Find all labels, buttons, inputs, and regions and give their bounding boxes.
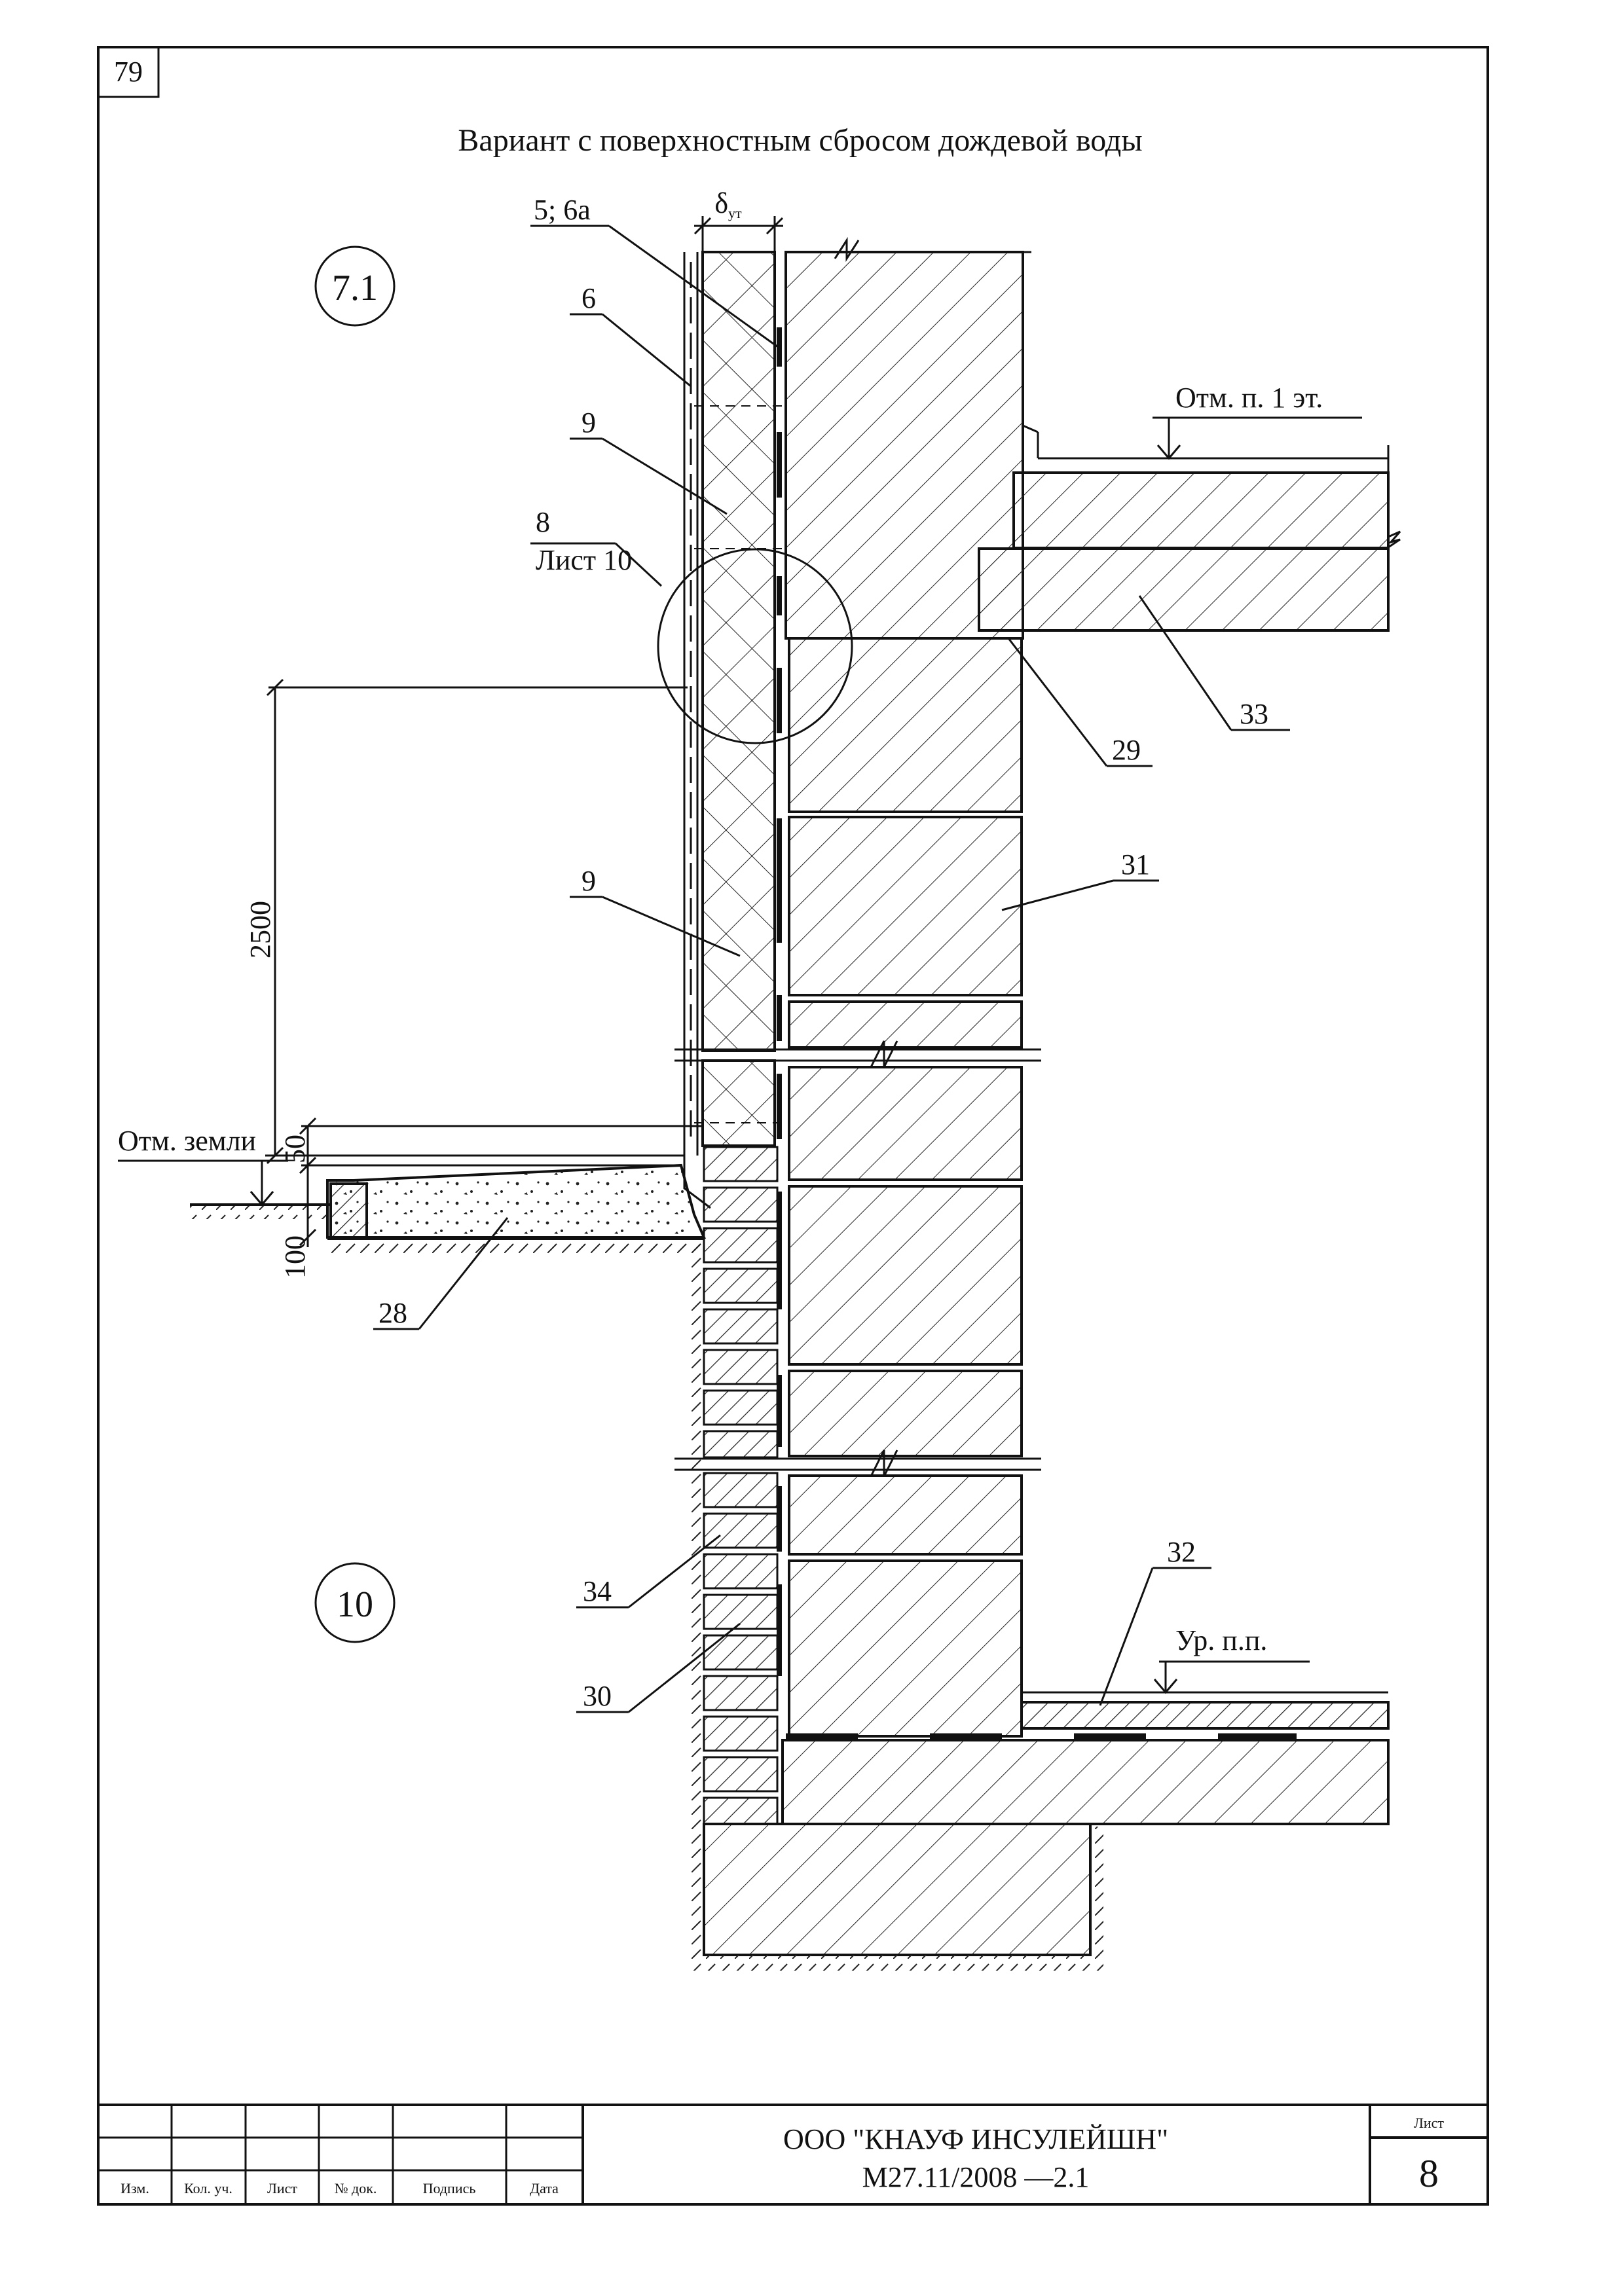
insulation-lower xyxy=(701,1059,776,1147)
elevation-floor-level: Ур. п.п. xyxy=(1175,1624,1267,1656)
delta-label: δут xyxy=(714,187,742,221)
basement-block-7 xyxy=(788,1474,1023,1556)
detail-circle xyxy=(657,548,853,744)
ref-7-1-label: 7.1 xyxy=(332,268,378,308)
floor1-screed xyxy=(1012,471,1390,549)
ground-under-foundation xyxy=(691,1955,1103,1971)
label-33: 33 xyxy=(1240,698,1268,730)
label-list-10: Лист 10 xyxy=(536,544,632,576)
basement-block-3 xyxy=(788,1000,1023,1049)
stamp-header-date: Дата xyxy=(530,2180,559,2196)
stamp-header-doc: № док. xyxy=(335,2180,377,2196)
basement-block-1 xyxy=(788,637,1023,813)
label-34: 34 xyxy=(583,1575,612,1607)
floor-slab xyxy=(978,547,1390,632)
dim-100-label: 100 xyxy=(279,1235,311,1279)
stamp-header-izm: Изм. xyxy=(120,2180,149,2196)
stamp-sheet-number: 8 xyxy=(1419,2152,1439,2195)
label-32: 32 xyxy=(1167,1536,1196,1568)
label-5-6a: 5; 6а xyxy=(534,194,591,226)
dimension-delta xyxy=(693,216,784,252)
dimension-2500 xyxy=(265,678,688,1165)
drawing-title: Вариант с поверхностным сбросом дождевой… xyxy=(458,123,1142,158)
basement-floor-layers xyxy=(1020,1701,1390,1730)
render-layer xyxy=(683,252,711,1209)
ref-circle-10 xyxy=(314,1562,396,1643)
plinth-brick-column xyxy=(703,1146,779,1825)
sheet-number-top: 79 xyxy=(114,56,143,88)
dim-50-label: 50 xyxy=(279,1135,311,1163)
label-30: 30 xyxy=(583,1680,612,1712)
label-6: 6 xyxy=(581,282,596,314)
basement-slab xyxy=(781,1739,1390,1825)
label-9-mid: 9 xyxy=(581,865,596,897)
basement-block-6 xyxy=(788,1370,1023,1457)
basement-block-5 xyxy=(788,1185,1023,1366)
stamp-sheet-label: Лист xyxy=(1414,2115,1444,2131)
title-block xyxy=(98,2104,1488,2204)
stamp-header-sign: Подпись xyxy=(423,2180,476,2196)
label-31: 31 xyxy=(1121,848,1150,881)
ref-10-label: 10 xyxy=(337,1584,373,1625)
elevation-floor1-marker xyxy=(1153,416,1362,460)
basement-block-4 xyxy=(788,1066,1023,1181)
blind-area xyxy=(326,1163,707,1239)
sheet-number-box xyxy=(97,46,160,98)
label-29: 29 xyxy=(1112,734,1141,766)
stamp-header-kol: Кол. уч. xyxy=(184,2180,232,2196)
basement-block-8 xyxy=(788,1559,1023,1738)
dim-2500-label: 2500 xyxy=(244,901,276,958)
label-9-top: 9 xyxy=(581,407,596,439)
insulation-upper xyxy=(701,251,776,1052)
break-line-2 xyxy=(674,1449,1041,1477)
elevation-ground: Отм. земли xyxy=(118,1125,256,1157)
dimension-50-100 xyxy=(299,1117,704,1247)
stamp-document: М27.11/2008 —2.1 xyxy=(862,2161,1090,2193)
elevation-floor-level-marker xyxy=(1153,1660,1310,1694)
foundation xyxy=(703,1823,1092,1956)
ref-circle-7-1 xyxy=(314,246,396,327)
label-28: 28 xyxy=(378,1297,407,1329)
stamp-organization: ООО "КНАУФ ИНСУЛЕЙШН" xyxy=(783,2123,1168,2155)
label-8: 8 xyxy=(536,506,550,538)
basement-block-2 xyxy=(788,816,1023,996)
outer-frame xyxy=(97,46,1489,2206)
elevation-ground-marker xyxy=(118,1159,288,1207)
stamp-header-list: Лист xyxy=(267,2180,297,2196)
curb-stone xyxy=(329,1182,368,1239)
elevation-floor1: Отм. п. 1 эт. xyxy=(1175,382,1323,414)
